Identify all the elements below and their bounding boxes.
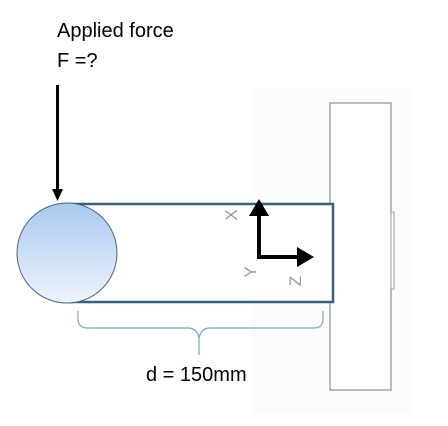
force-value-label: F =? — [57, 50, 98, 72]
x-axis-label: X — [222, 209, 241, 220]
beam-cross-section-circle — [16, 202, 118, 304]
z-axis-arrow-head — [297, 247, 314, 267]
z-axis-label: Z — [286, 276, 305, 286]
force-arrow-head — [52, 189, 63, 201]
force-title-label: Applied force — [57, 20, 174, 42]
wall-plate — [329, 102, 392, 391]
coordinate-axes: X Y Z — [222, 199, 314, 286]
distance-label: d = 150mm — [146, 364, 247, 386]
y-axis-label: Y — [241, 266, 260, 277]
force-arrow — [52, 85, 63, 201]
x-axis-arrow-head — [249, 199, 269, 216]
wall-support — [329, 102, 395, 391]
wall-tab — [390, 211, 395, 290]
